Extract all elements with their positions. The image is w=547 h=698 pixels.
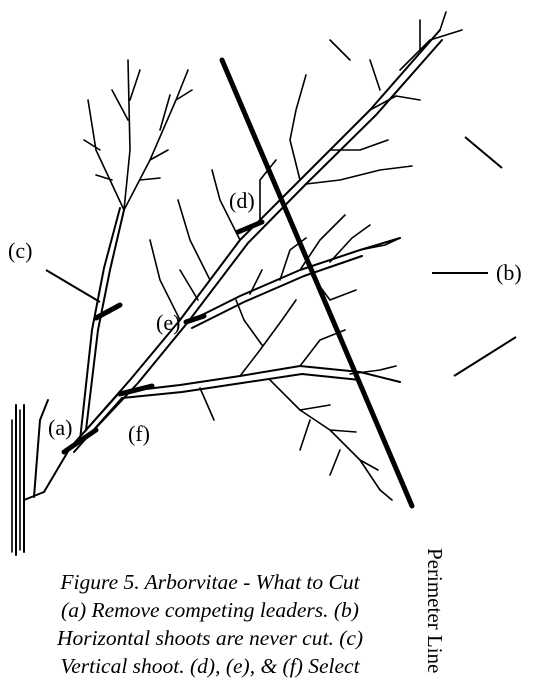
caption-line-4: Vertical shoot. (d), (e), & (f) Select — [20, 652, 400, 680]
label-c: (c) — [8, 238, 32, 263]
label-f: (f) — [128, 421, 150, 446]
label-b: (b) — [496, 260, 522, 285]
perimeter-label: Perimeter Line — [423, 548, 447, 673]
label-e: (e) — [156, 310, 180, 335]
lower-branch — [70, 300, 400, 500]
figure-caption: Figure 5. Arborvitae - What to Cut (a) R… — [20, 568, 400, 680]
cut-mark-e — [186, 316, 204, 322]
pointer-lines — [46, 137, 516, 376]
label-d: (d) — [229, 188, 255, 213]
cut-mark-c — [96, 305, 120, 318]
caption-line-3: Horizontal shoots are never cut. (c) — [20, 624, 400, 652]
perimeter-line — [222, 60, 412, 506]
caption-line-1: Figure 5. Arborvitae - What to Cut — [20, 568, 400, 596]
pointer-c — [46, 270, 100, 302]
pointer-b-upper — [465, 137, 502, 168]
pointer-b-lower — [454, 337, 516, 376]
diagonal-branch — [86, 12, 462, 432]
label-a: (a) — [48, 415, 72, 440]
perimeter-label-box: Perimeter Line — [418, 548, 458, 698]
caption-line-2: (a) Remove competing leaders. (b) — [20, 596, 400, 624]
cut-marks — [64, 222, 262, 452]
